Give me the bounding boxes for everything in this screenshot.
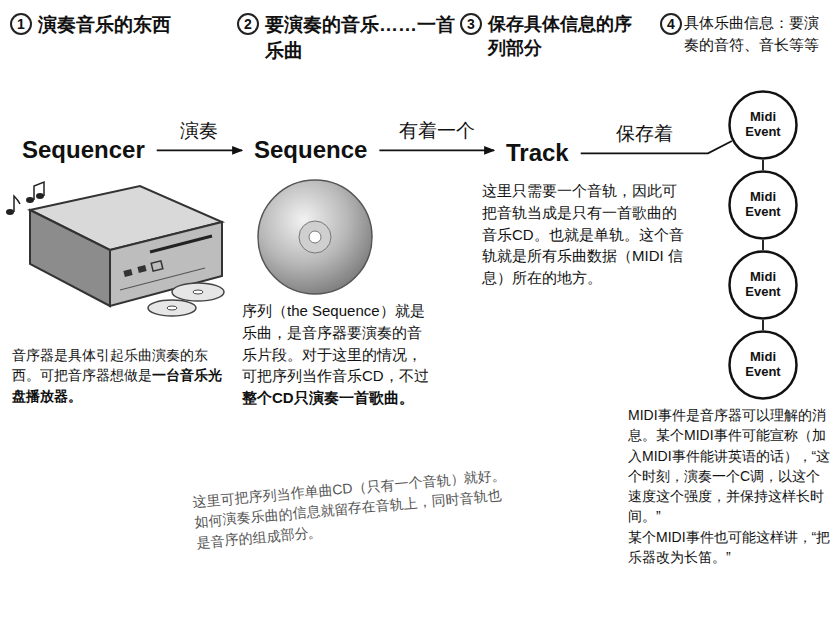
note-head xyxy=(6,209,14,215)
event-label: Midi Event xyxy=(740,270,786,300)
edge-label: 有着一个 xyxy=(396,118,478,144)
event-circle: Midi Event xyxy=(728,250,798,320)
callout-number: 2 xyxy=(244,17,252,31)
note-text: 这里可把序列当作单曲CD（只有一个音轨）就好。如何演奏乐曲的信息就留存在音轨上，… xyxy=(192,467,506,551)
player-side xyxy=(30,210,110,306)
circle-shape xyxy=(730,252,797,319)
component-name: Sequence xyxy=(250,134,371,167)
text-block: 具体乐曲信息：要演奏的音符、音长等等 xyxy=(684,12,832,56)
text-block: 这里可把序列当作单曲CD（只有一个音轨）就好。如何演奏乐曲的信息就留存在音轨上，… xyxy=(192,464,514,552)
note-text: MIDI事件是音序器可以理解的消息。某个MIDI事件可能宣称（加入MIDI事件能… xyxy=(628,407,830,524)
disc-ring xyxy=(299,221,331,253)
event-label: Midi Event xyxy=(740,110,786,140)
callout-badge: 1 xyxy=(10,13,32,35)
callout-badge: 2 xyxy=(237,13,259,35)
connector xyxy=(762,160,764,170)
note-stem xyxy=(34,182,44,200)
disc-hole xyxy=(309,231,321,243)
note-text: 具体乐曲信息：要演奏的音符、音长等等 xyxy=(684,14,819,53)
cd-disc-illustration xyxy=(258,180,372,294)
note-text: 某个MIDI事件也可能这样讲，“把乐器改为长笛。” xyxy=(628,527,833,568)
component-name: Track xyxy=(502,137,573,170)
text-block: 要演奏的音乐……一首乐曲 xyxy=(265,12,457,63)
note-text: 序列（the Sequence）就是乐曲，是音序器要演奏的音乐片段。对于这里的情… xyxy=(242,302,429,384)
disc-slot xyxy=(150,236,212,252)
connector xyxy=(379,149,494,151)
note-stem xyxy=(14,196,20,212)
component-title: Sequencer xyxy=(22,136,145,165)
connector xyxy=(762,240,764,250)
player-button xyxy=(123,269,132,277)
callout-number: 3 xyxy=(467,17,475,31)
component-title: Track xyxy=(506,139,569,168)
circle-shape xyxy=(730,332,797,399)
loose-disc xyxy=(172,283,224,301)
component-title: Sequence xyxy=(254,136,367,165)
event-circle: Midi Event xyxy=(728,170,798,240)
text-block: 音序器是具体引起乐曲演奏的东西。可把音序器想做是一台音乐光盘播放器。 xyxy=(12,345,227,406)
note-head xyxy=(26,197,34,203)
note-text: 要演奏的音乐……一首乐曲 xyxy=(265,14,455,61)
note-text: 这里只需要一个音轨，因此可把音轨当成是只有一首歌曲的音乐CD。也就是单轨。这个音… xyxy=(482,182,684,286)
disc xyxy=(258,180,372,294)
note-head xyxy=(36,193,44,199)
component-name: Sequencer xyxy=(18,134,149,167)
text-block: 序列（the Sequence）就是乐曲，是音序器要演奏的音乐片段。对于这里的情… xyxy=(242,300,434,409)
player-button xyxy=(151,261,163,271)
connector xyxy=(157,149,242,151)
text-block: 这里只需要一个音轨，因此可把音轨当成是只有一首歌曲的音乐CD。也就是单轨。这个音… xyxy=(482,180,687,289)
event-circle: Midi Event xyxy=(728,330,798,400)
player-button xyxy=(137,265,146,273)
edge-label: 演奏 xyxy=(177,118,221,144)
edge-label: 保存着 xyxy=(613,121,676,147)
circle-shape xyxy=(730,92,797,159)
event-label: Midi Event xyxy=(740,350,786,380)
note-text: 保存具体信息的序列部分 xyxy=(488,14,632,58)
text-block: MIDI事件是音序器可以理解的消息。某个MIDI事件可能宣称（加入MIDI事件能… xyxy=(628,405,833,567)
event-circle: Midi Event xyxy=(728,90,798,160)
note-text: 演奏音乐的东西 xyxy=(38,14,171,35)
callout-number: 1 xyxy=(17,17,25,31)
text-block: 演奏音乐的东西 xyxy=(38,12,238,38)
connector-group xyxy=(157,141,763,330)
cd-player-illustration xyxy=(30,186,224,316)
loose-disc-hole xyxy=(193,290,203,294)
connector xyxy=(762,320,764,330)
event-label: Midi Event xyxy=(740,190,786,220)
callout-badge: 4 xyxy=(660,13,682,35)
callout-number: 4 xyxy=(667,17,675,31)
text-block: 保存具体信息的序列部分 xyxy=(488,12,648,61)
loose-disc-hole xyxy=(167,306,177,310)
note-text: 整个CD只演奏一首歌曲。 xyxy=(242,389,414,406)
music-notes xyxy=(6,182,44,215)
callout-badge: 3 xyxy=(460,13,482,35)
loose-disc xyxy=(148,300,196,316)
circle-shape xyxy=(730,172,797,239)
